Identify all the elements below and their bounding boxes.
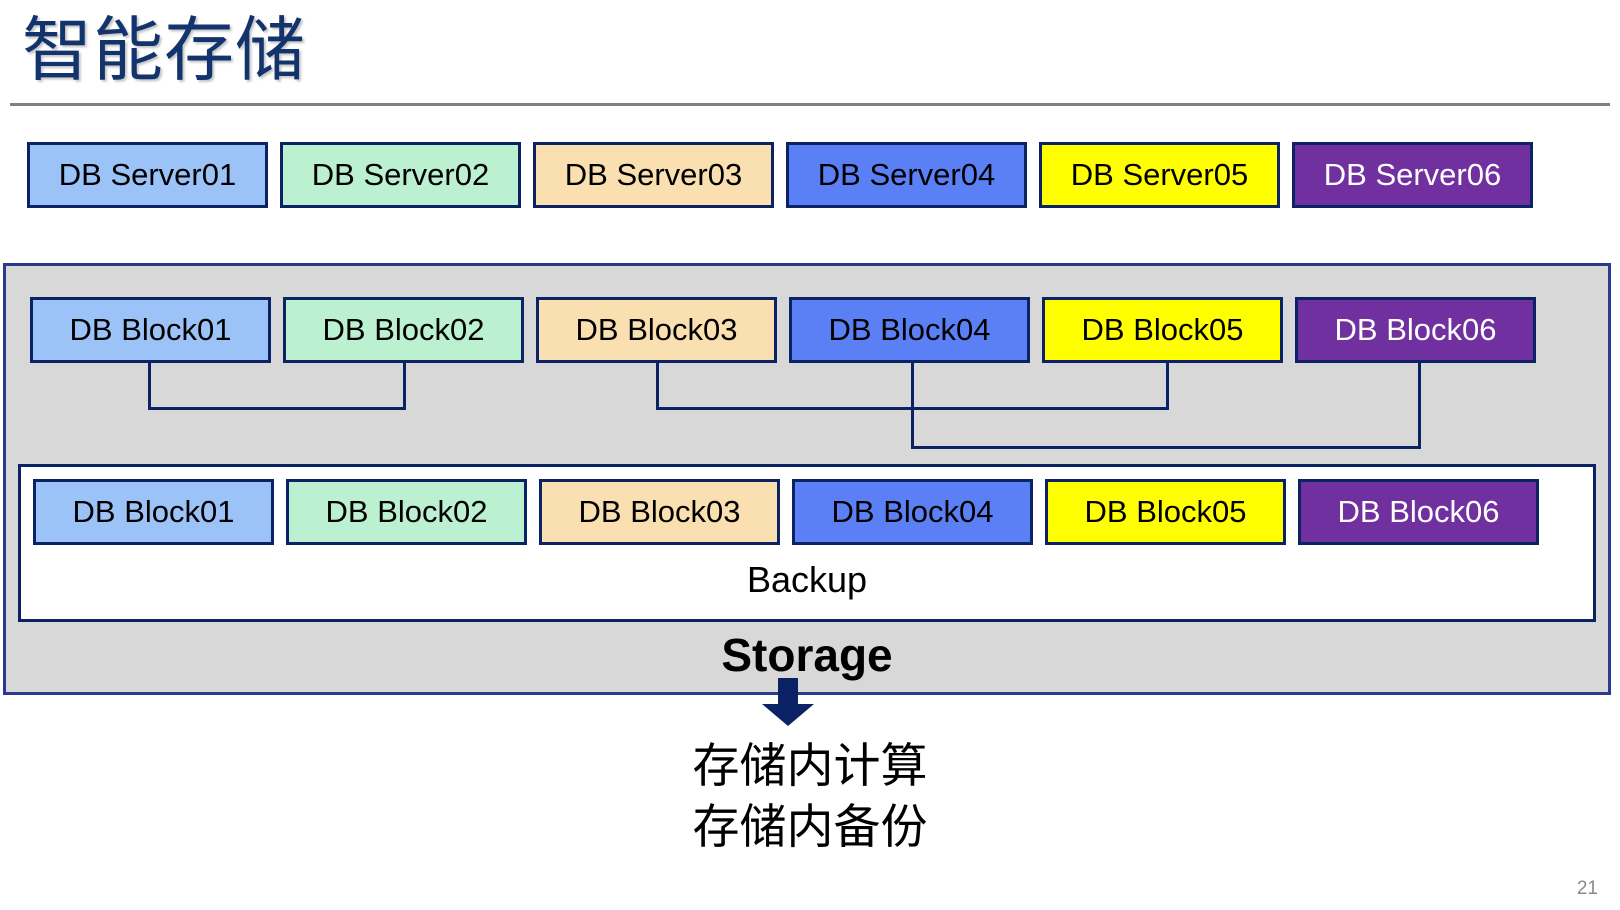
db-block-box-label: DB Block05 — [1081, 312, 1244, 347]
db-server-box-6[interactable]: DB Server06 — [1292, 142, 1533, 208]
db-block-box-6[interactable]: DB Block06 — [1295, 297, 1536, 363]
db-block-backup-box-label: DB Block06 — [1337, 494, 1500, 529]
connector-segment-4 — [656, 363, 659, 410]
page-number: 21 — [1576, 878, 1598, 899]
connector-segment-6 — [1166, 363, 1169, 410]
connector-segment-7 — [911, 363, 914, 410]
db-block-backup-box-3[interactable]: DB Block03 — [539, 479, 780, 545]
connector-segment-8 — [911, 407, 914, 448]
db-server-box-label: DB Server05 — [1070, 157, 1249, 192]
db-server-box-label: DB Server01 — [58, 157, 237, 192]
db-block-backup-box-label: DB Block05 — [1084, 494, 1247, 529]
db-server-box-2[interactable]: DB Server02 — [280, 142, 521, 208]
db-block-backup-box-4[interactable]: DB Block04 — [792, 479, 1033, 545]
backup-box: DB Block01 DB Block02 DB Block03 DB Block04… — [18, 464, 1596, 622]
db-block-box-label: DB Block01 — [69, 312, 232, 347]
db-block-backup-box-label: DB Block04 — [831, 494, 994, 529]
storage-container: DB Block01 DB Block02 DB Block03 DB Block04… — [3, 263, 1611, 726]
db-block-box-1[interactable]: DB Block01 — [30, 297, 271, 363]
db-block-box-2[interactable]: DB Block02 — [283, 297, 524, 363]
backup-label: Backup — [746, 559, 868, 600]
connector-lines — [6, 266, 1608, 692]
connector-segment-1 — [148, 363, 151, 410]
caption-line-1: 存储内计算 — [692, 739, 928, 792]
caption-line-2: 存储内备份 — [692, 800, 928, 853]
title-divider — [10, 103, 1610, 106]
db-block-box-label: DB Block03 — [575, 312, 738, 347]
connector-segment-2 — [148, 407, 406, 410]
db-block-backup-box-label: DB Block02 — [325, 494, 488, 529]
db-block-backup-box-label: DB Block01 — [72, 494, 235, 529]
slide-caption: 存储内计算 存储内备份 — [0, 735, 1620, 857]
db-server-box-5[interactable]: DB Server05 — [1039, 142, 1280, 208]
db-block-box-label: DB Block04 — [828, 312, 991, 347]
db-block-backup-box-6[interactable]: DB Block06 — [1298, 479, 1539, 545]
db-server-box-label: DB Server03 — [564, 157, 743, 192]
db-block-backup-box-2[interactable]: DB Block02 — [286, 479, 527, 545]
db-server-box-label: DB Server02 — [311, 157, 490, 192]
db-block-backup-box-1[interactable]: DB Block01 — [33, 479, 274, 545]
db-server-box-label: DB Server04 — [817, 157, 996, 192]
db-server-box-1[interactable]: DB Server01 — [27, 142, 268, 208]
db-block-backup-box-5[interactable]: DB Block05 — [1045, 479, 1286, 545]
db-server-box-3[interactable]: DB Server03 — [533, 142, 774, 208]
db-block-box-label: DB Block06 — [1334, 312, 1497, 347]
connector-segment-3 — [403, 363, 406, 410]
db-block-box-4[interactable]: DB Block04 — [789, 297, 1030, 363]
db-block-box-5[interactable]: DB Block05 — [1042, 297, 1283, 363]
down-arrow-icon — [762, 678, 814, 726]
db-server-box-label: DB Server06 — [1323, 157, 1502, 192]
db-server-row: DB Server01 DB Server02 DB Server03 DB Serv… — [0, 0, 1620, 208]
storage-label: Storage — [721, 629, 893, 681]
db-block-box-3[interactable]: DB Block03 — [536, 297, 777, 363]
db-block-backup-box-label: DB Block03 — [578, 494, 741, 529]
db-block-box-label: DB Block02 — [322, 312, 485, 347]
db-server-box-4[interactable]: DB Server04 — [786, 142, 1027, 208]
page-title: 智能存储 — [22, 11, 306, 89]
connector-segment-9 — [911, 446, 1421, 449]
connector-segment-10 — [1418, 363, 1421, 449]
